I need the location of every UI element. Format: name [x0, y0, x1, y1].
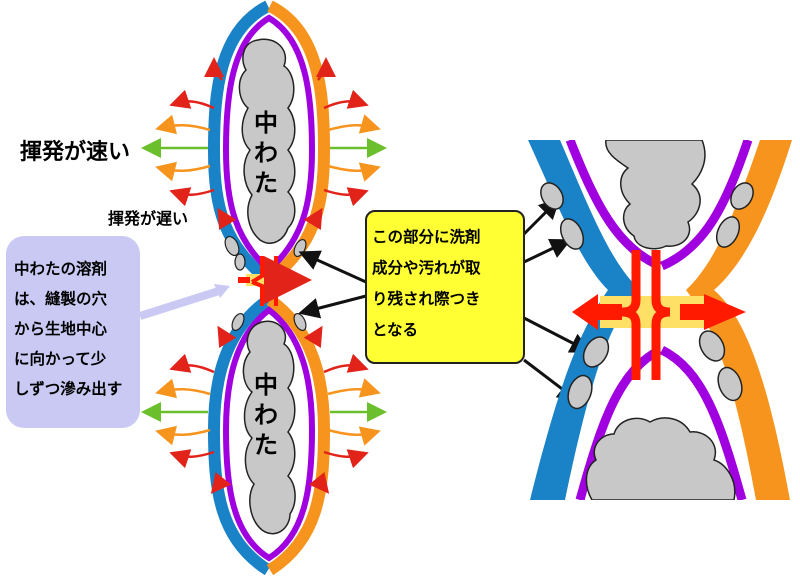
callout-text: この部分に洗剤 成分や汚れが取 り残され際つき となる — [372, 228, 481, 339]
solvent-note-box — [6, 236, 140, 428]
evaporation-arrow-icon — [141, 57, 387, 231]
batting-bottom-label: 中 わ た — [254, 371, 278, 459]
slow-evaporation-label: 揮発が遅い — [108, 209, 189, 228]
batting-top-label: 中 わ た — [254, 109, 278, 197]
top-pod — [207, 0, 331, 285]
quilt-cross-section — [141, 0, 387, 576]
solvent-note-text: 中わたの溶剤 は、縫製の穴 から生地中心 に向かって少 しずつ滲み出す — [14, 260, 123, 398]
note-pointer — [138, 286, 224, 320]
pointer-arrow-icon — [298, 197, 592, 402]
zoomed-seam-view — [528, 140, 792, 500]
bottom-pod — [207, 295, 331, 576]
callout-box — [365, 210, 525, 364]
fast-evaporation-label: 揮発が速い — [20, 140, 131, 165]
batting-bottom — [242, 320, 296, 535]
